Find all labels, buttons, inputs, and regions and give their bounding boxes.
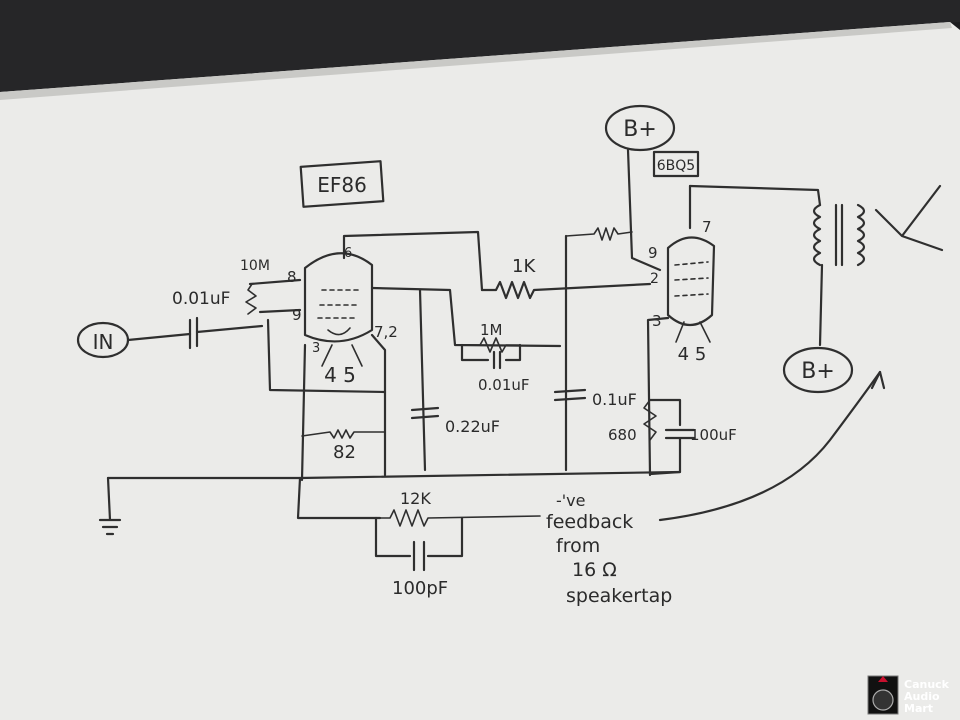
output-transformer (812, 184, 944, 347)
note-line-5: speakertap (566, 585, 672, 607)
cap-100-label: 100uF (690, 426, 737, 444)
heaters2-label: 4 5 (678, 344, 707, 365)
pins72-label: 7,2 (374, 323, 398, 341)
cathode-network-2: 680 100uF (608, 398, 737, 476)
maple-leaf-icon (878, 676, 888, 682)
screen-cap-label: 0.01uF (478, 376, 530, 394)
heaters1-label: 4 5 (324, 363, 356, 387)
p2-pin3-label: 3 (652, 312, 662, 330)
pin3-label: 3 (312, 341, 320, 356)
6bq5-label: 6BQ5 (657, 158, 695, 174)
watermark-line-3: Mart (904, 702, 933, 715)
note-line-3: from (556, 535, 600, 557)
6bq5-tube: 6BQ5 9 7 2 3 4 5 (646, 150, 822, 477)
coupling-cap-label: 0.22uF (445, 417, 500, 436)
ef86-label: EF86 (317, 173, 367, 197)
input-cap-label: 0.01uF (172, 289, 230, 309)
bplus-top: B+ (604, 104, 676, 272)
watermark-line-2: Audio (904, 690, 940, 703)
cathode-res-label: 82 (333, 442, 356, 463)
bplus-right-label: B+ (801, 359, 835, 384)
feedback-network: 12K 100pF (296, 370, 886, 599)
res-680-label: 680 (608, 426, 637, 444)
pin9-label: 9 (292, 306, 302, 324)
plate-resistor: 1K (480, 256, 652, 300)
cap-01: 0.1uF (553, 388, 637, 409)
note-line-1: -'ve (556, 491, 585, 510)
paper-sheet (0, 22, 960, 720)
p2-pin9-label: 9 (648, 244, 658, 262)
watermark-line-1: Canuck (904, 678, 950, 691)
pin6-label: 6 (344, 246, 352, 261)
note-line-2: feedback (546, 511, 633, 533)
screen-res-label: 1M (480, 321, 503, 339)
grid-resistor-label: 10M (240, 258, 270, 274)
plate-res-label: 1K (512, 256, 536, 277)
fb-res-label: 12K (400, 489, 431, 508)
input-label: IN (93, 330, 114, 354)
p2-pin7-label: 7 (702, 218, 712, 236)
p2-pin2-label: 2 (650, 271, 659, 287)
cap-01-label: 0.1uF (592, 390, 637, 409)
canuck-audio-mart-watermark: Canuck Audio Mart (867, 675, 950, 715)
frame-top (0, 0, 960, 95)
note-line-4: 16 Ω (572, 559, 617, 581)
screen-network: 1M 0.01uF (460, 321, 530, 394)
bplus-top-label: B+ (623, 117, 657, 142)
bplus-right: B+ (782, 346, 854, 394)
input-node: IN 0.01uF (76, 289, 264, 359)
ef86-tube: EF86 6 3 7,2 4 5 (299, 160, 398, 387)
feedback-note: -'ve feedback from 16 Ω speakertap (546, 491, 672, 607)
grid-resistor: 10M 8 9 (240, 258, 302, 324)
fb-cap-label: 100pF (392, 578, 448, 599)
pin8-label: 8 (287, 268, 297, 286)
top-resistor (564, 227, 633, 472)
